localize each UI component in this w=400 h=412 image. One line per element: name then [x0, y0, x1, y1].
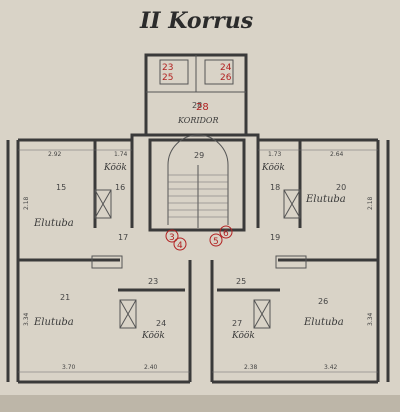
room-label-kook-16: Köök: [103, 163, 127, 173]
room-number-26: 26: [318, 297, 328, 306]
dim-top-mid-right: 1.73: [268, 151, 282, 158]
dimension-lines: [18, 149, 378, 373]
room-label-elutuba-21: Elutuba: [33, 317, 74, 328]
red-note-top-right-a: 24: [220, 63, 232, 73]
red-note-stair-28: 28: [196, 102, 209, 113]
dim-left-upper: 2.18: [23, 196, 30, 210]
dim-bottom-right: 3.42: [324, 364, 338, 371]
dim-bottom-mid-right: 2.38: [244, 364, 258, 371]
room-number-23: 23: [148, 277, 158, 286]
dim-top-right: 2.64: [330, 151, 344, 158]
room-label-elutuba-20: Elutuba: [305, 194, 346, 205]
red-circle-6: 6: [219, 225, 233, 239]
dim-top-mid-left: 1.74: [114, 151, 128, 158]
dim-right-lower: 3.34: [367, 312, 374, 326]
room-label-kook-24: Köök: [141, 331, 165, 341]
room-number-29: 29: [194, 151, 204, 160]
central-staircase: [148, 134, 246, 232]
room-number-24: 24: [156, 319, 166, 328]
dim-right-upper: 2.18: [367, 196, 374, 210]
svg-text:4: 4: [177, 241, 183, 251]
dim-bottom-mid-left: 2.40: [144, 364, 158, 371]
dim-left-lower: 3.34: [23, 312, 30, 326]
kitchen-fixtures: [91, 189, 307, 329]
red-note-top-left-a: 23: [162, 63, 173, 73]
room-number-16: 16: [115, 183, 125, 192]
red-circle-3: 3: [165, 229, 179, 243]
room-label-kook-27: Köök: [231, 331, 255, 341]
room-number-17: 17: [118, 233, 128, 242]
room-number-27: 27: [232, 319, 242, 328]
room-label-elutuba-26: Elutuba: [303, 317, 344, 328]
room-label-kook-19: Köök: [261, 163, 285, 173]
room-number-15: 15: [56, 183, 66, 192]
room-number-25: 25: [236, 277, 246, 286]
red-note-top-left-b: 25: [162, 73, 173, 83]
svg-text:5: 5: [213, 237, 219, 247]
paper-bottom-edge: [0, 395, 400, 412]
room-number-28: 28: [192, 101, 202, 110]
red-circle-5: 5: [209, 233, 223, 247]
room-label-elutuba-15: Elutuba: [33, 218, 74, 229]
svg-text:6: 6: [223, 229, 229, 239]
dim-bottom-left: 3.70: [62, 364, 76, 371]
red-note-top-right-b: 26: [220, 73, 232, 83]
room-number-19: 19: [270, 233, 280, 242]
red-circle-4: 4: [173, 237, 187, 251]
dim-top-left: 2.92: [48, 151, 62, 158]
room-number-20: 20: [336, 183, 346, 192]
plan-title: II Korrus: [139, 8, 253, 34]
svg-text:3: 3: [169, 233, 175, 243]
room-number-18: 18: [270, 183, 280, 192]
room-label-koridor: KORIDOR: [177, 116, 219, 125]
room-number-21: 21: [60, 293, 70, 302]
interior-walls: [18, 140, 378, 382]
